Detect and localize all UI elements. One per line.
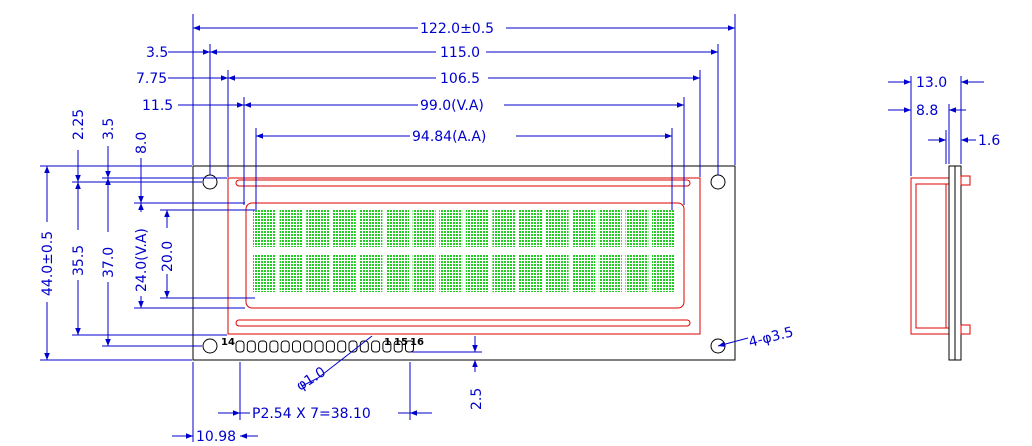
character-cell xyxy=(412,210,436,247)
character-cell xyxy=(386,255,409,292)
character-cell xyxy=(359,255,383,292)
dim-bezel-vertical: 37.0 xyxy=(101,247,117,278)
top-dimensions: 122.0±0.5 115.0 106.5 99.0(V.A) 94.84(A.… xyxy=(136,14,736,210)
pin xyxy=(382,340,392,353)
dim-pin-diameter: φ1.0 xyxy=(294,364,329,394)
left-dimensions: 44.0±0.5 35.5 37.0 24.0(V.A) 20.0 2.25 3… xyxy=(38,109,255,361)
dim-left-11-5: 11.5 xyxy=(142,98,173,114)
dim-top-3-5: 3.5 xyxy=(101,118,117,140)
pin xyxy=(269,340,279,353)
character-cell xyxy=(519,210,542,247)
pin xyxy=(246,340,256,353)
dim-top-2-25: 2.25 xyxy=(71,109,87,140)
pin xyxy=(292,340,301,353)
character-cell xyxy=(625,255,649,292)
dim-pin-pitch: P2.54 X 7=38.10 xyxy=(252,406,371,422)
character-cell xyxy=(359,210,383,247)
character-cell xyxy=(306,210,330,247)
pin-label-15: 15 xyxy=(394,337,408,348)
dim-side-depth: 13.0 xyxy=(916,75,947,91)
dim-side-pcb: 1.6 xyxy=(978,133,1000,149)
character-cell xyxy=(545,255,569,292)
character-cell xyxy=(572,255,596,292)
dim-height-total: 44.0±0.5 xyxy=(40,231,56,296)
character-cell xyxy=(572,210,596,247)
character-cell xyxy=(279,255,303,292)
pin-label-14: 14 xyxy=(221,337,235,348)
character-cell xyxy=(332,210,356,247)
character-cell xyxy=(253,210,276,247)
character-cell xyxy=(253,255,276,292)
pin xyxy=(314,340,324,353)
character-cell xyxy=(412,255,436,292)
character-cell xyxy=(652,210,675,247)
side-view: 13.0 8.8 1.6 xyxy=(888,75,1000,361)
pin-label-1: 1 xyxy=(384,337,391,348)
character-cell xyxy=(465,210,489,247)
character-cell xyxy=(519,255,542,292)
pin xyxy=(348,340,358,353)
dim-left-3-5: 3.5 xyxy=(146,45,168,61)
dim-hole-vertical: 35.5 xyxy=(71,245,87,276)
pin xyxy=(325,340,335,353)
dim-active-area-width: 94.84(A.A) xyxy=(412,129,486,145)
character-cell xyxy=(279,210,303,247)
dim-pin-offset: 2.5 xyxy=(469,388,485,410)
dim-width-total: 122.0±0.5 xyxy=(420,21,494,37)
pin xyxy=(235,340,245,353)
pin xyxy=(337,340,347,353)
character-cell xyxy=(625,210,649,247)
character-cell xyxy=(492,255,516,292)
dim-view-area-height: 24.0(V.A) xyxy=(134,228,150,292)
dim-bezel-width: 106.5 xyxy=(440,71,480,87)
dim-pin-start: 10.98 xyxy=(196,429,236,445)
character-cell xyxy=(598,255,622,292)
character-cell xyxy=(492,210,516,247)
pin xyxy=(359,340,369,353)
dim-left-7-75: 7.75 xyxy=(136,71,167,87)
character-cell xyxy=(332,255,356,292)
character-cell xyxy=(386,210,409,247)
character-cell xyxy=(465,255,489,292)
pin-header xyxy=(235,340,414,353)
character-cell xyxy=(545,210,569,247)
pin xyxy=(393,340,403,353)
pin xyxy=(371,340,381,353)
character-cell xyxy=(306,255,330,292)
dim-side-module: 8.8 xyxy=(916,103,938,119)
character-cell xyxy=(439,210,463,247)
dim-top-8-0: 8.0 xyxy=(134,132,150,154)
pin xyxy=(405,340,414,353)
pin xyxy=(258,340,268,353)
dim-hole-diameter: 4-φ3.5 xyxy=(747,324,795,351)
pin xyxy=(280,340,290,353)
bezel-outline xyxy=(227,177,701,335)
pin xyxy=(303,340,313,353)
character-cell xyxy=(439,255,463,292)
dim-hole-pitch: 115.0 xyxy=(440,45,480,61)
character-cell xyxy=(652,255,675,292)
character-cell xyxy=(598,210,622,247)
dim-view-area-width: 99.0(V.A) xyxy=(420,98,484,114)
pin-callouts: 14 1 15 16 φ1.0 4-φ3.5 2.5 P2.54 X 7=38.… xyxy=(172,324,795,445)
character-matrix xyxy=(253,210,675,292)
pin-label-16: 16 xyxy=(410,337,424,348)
dim-active-area-height: 20.0 xyxy=(160,241,176,272)
